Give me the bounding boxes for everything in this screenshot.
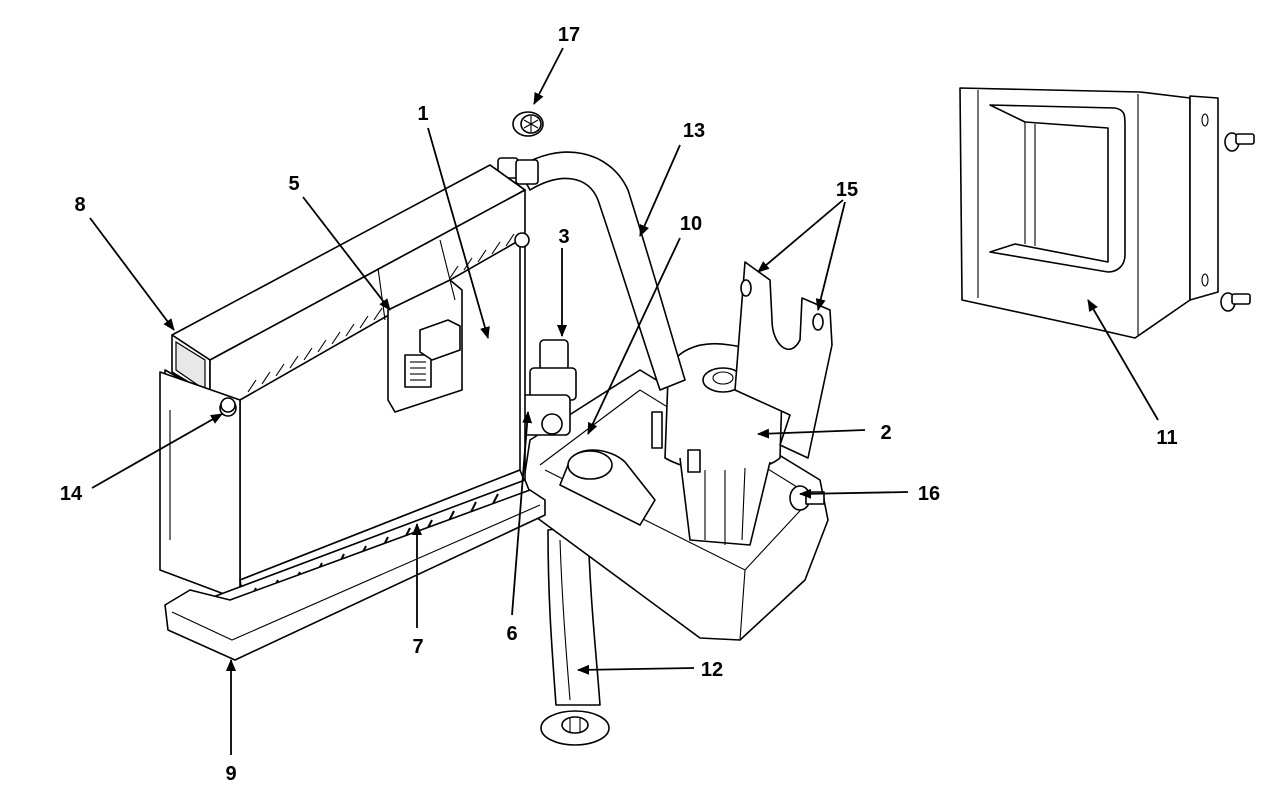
callout-17: 17 [558, 24, 580, 46]
base-tray [164, 489, 546, 661]
leader-6 [511, 411, 533, 616]
callout-15: 15 [836, 179, 858, 201]
cap-plug [512, 111, 544, 137]
callout-12: 12 [701, 659, 723, 681]
callout-6: 6 [506, 623, 517, 645]
callout-16: 16 [918, 483, 940, 505]
vent-louvres [247, 233, 515, 393]
switch-relay [377, 239, 463, 413]
leader-lines [89, 47, 1159, 755]
water-valve [519, 339, 577, 436]
callout-1: 1 [417, 103, 428, 125]
callout-14: 14 [60, 483, 83, 505]
cover-panel [959, 87, 1255, 339]
leader-12 [577, 664, 695, 675]
leader-5 [302, 196, 391, 311]
callout-13: 13 [683, 120, 705, 142]
callout-10: 10 [680, 213, 702, 235]
callout-11: 11 [1156, 427, 1177, 449]
callout-7: 7 [412, 636, 423, 658]
filter-cartridge [559, 449, 656, 526]
callout-labels: 1 2 3 5 6 7 8 9 10 11 12 13 14 15 16 17 [60, 24, 1178, 785]
callout-3: 3 [558, 226, 569, 248]
leader-11 [1087, 299, 1159, 421]
leader-15b [815, 201, 846, 311]
callout-5: 5 [288, 173, 299, 195]
drain-tube [540, 524, 610, 746]
leader-17 [533, 47, 564, 105]
mounting-bracket [734, 261, 833, 459]
leader-2 [757, 428, 866, 439]
control-box [159, 164, 530, 601]
callout-2: 2 [880, 422, 891, 444]
leader-10 [587, 237, 681, 435]
leader-1 [427, 127, 490, 339]
leader-16 [799, 488, 909, 499]
leader-13 [639, 144, 681, 237]
callout-9: 9 [225, 763, 236, 785]
callout-8: 8 [74, 194, 85, 216]
pump-hose [497, 151, 686, 391]
leader-8 [89, 217, 175, 331]
leader-14 [91, 413, 223, 489]
leader-15a [757, 199, 844, 273]
